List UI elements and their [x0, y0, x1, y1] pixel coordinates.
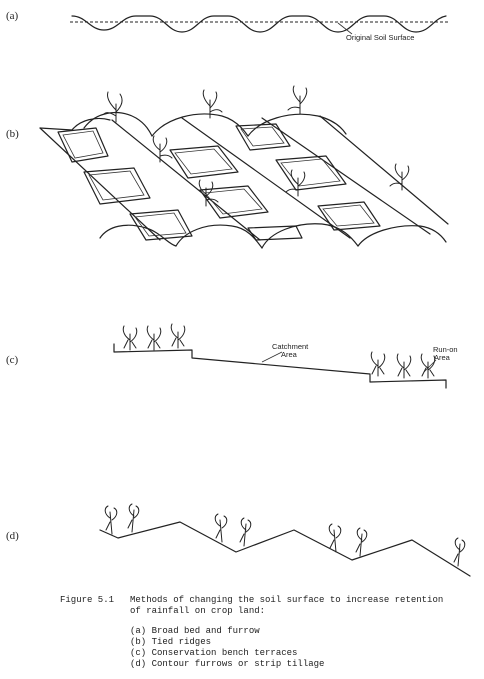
panel-label-d: (d) [6, 530, 19, 542]
plant-icons-b [103, 85, 410, 207]
caption-item: (a) Broad bed and furrow [130, 626, 260, 636]
ridge-line-2 [111, 119, 261, 241]
caption-item: (c) Conservation bench terraces [130, 648, 298, 658]
bench-terrace-profile [113, 323, 447, 389]
soil-surface-leader [337, 22, 353, 35]
catchment-label-line1: Catchment [272, 342, 309, 351]
front-arc-4 [357, 225, 447, 247]
catchment-label-line2: Area [281, 350, 297, 359]
plant-icons-d [104, 503, 466, 567]
panel-label-b: (b) [6, 128, 19, 140]
caption-item: (b) Tied ridges [130, 637, 212, 647]
caption-item: (d) Contour furrows or strip tillage [130, 659, 325, 669]
rear-arc-3 [151, 113, 249, 137]
edge-top-left [39, 127, 73, 131]
panel-label-c: (c) [6, 354, 19, 366]
front-arc-1 [99, 224, 177, 247]
runon-label-line2: Area [434, 353, 450, 362]
front-arc-3 [261, 223, 359, 249]
ridge-line-4 [261, 117, 431, 235]
catchment-leader [261, 351, 283, 363]
ridge-line-5 [319, 115, 449, 225]
original-soil-surface-label: Original Soil Surface [346, 33, 415, 42]
rear-arc-2 [83, 111, 153, 137]
caption-title-row: Figure 5.1 Methods of changing the soil … [60, 595, 450, 617]
panel-label-a: (a) [6, 10, 19, 22]
runon-label-line1: Run-on [433, 345, 458, 354]
ridge-line-3 [181, 117, 351, 239]
contour-furrow-profile [99, 503, 471, 577]
broad-bed-profile [70, 15, 448, 35]
plant-icons-c [122, 323, 436, 379]
figure-caption: Figure 5.1 Methods of changing the soil … [60, 595, 450, 670]
ridge-line-1 [39, 127, 161, 241]
rear-arc-1 [71, 117, 111, 131]
figure-number: Figure 5.1 [60, 595, 115, 605]
tied-ridges-sketch [39, 85, 449, 249]
tie-basins [57, 123, 381, 241]
caption-text: Methods of changing the soil surface to … [130, 595, 444, 616]
caption-list: (a) Broad bed and furrow (b) Tied ridges… [130, 626, 450, 670]
